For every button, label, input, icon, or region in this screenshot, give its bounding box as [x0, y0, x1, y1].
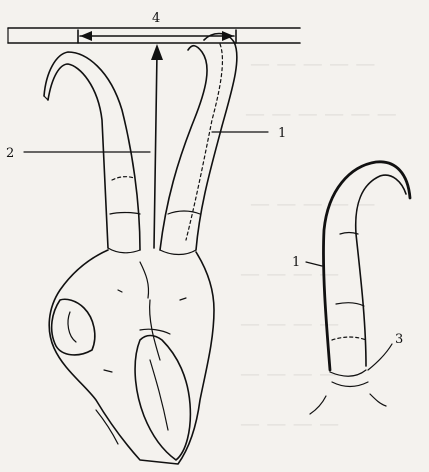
- svg-text:— — — —: — — — —: [240, 311, 339, 335]
- svg-text:— — — — — —: — — — — — —: [245, 101, 397, 125]
- svg-text:— — — — —: — — — — —: [250, 51, 375, 75]
- dimension-2-line: [154, 52, 157, 248]
- dimension-2-arrowhead: [151, 44, 163, 60]
- svg-text:— — — —: — — — —: [240, 361, 339, 385]
- skull: [49, 250, 214, 464]
- dimension-4-left-arrowhead: [80, 31, 92, 41]
- label-3: 3: [395, 332, 403, 347]
- leader-3: [368, 344, 392, 370]
- label-4: 4: [152, 11, 160, 26]
- nasal-bone: [135, 336, 190, 461]
- background-texture: — — — — — — — — — — — — — — — — — — — — …: [240, 51, 397, 435]
- label-1-left: 1: [278, 126, 286, 141]
- label-2: 2: [6, 146, 14, 161]
- eye-socket: [52, 299, 95, 355]
- label-1-right: 1: [292, 255, 300, 270]
- dimension-4: 4: [78, 11, 236, 43]
- svg-text:— — — —: — — — —: [240, 411, 339, 435]
